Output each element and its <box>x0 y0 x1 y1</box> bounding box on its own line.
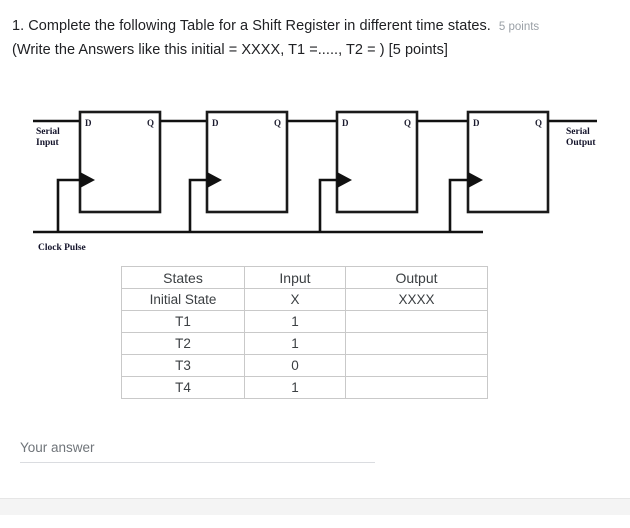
flipflop-4-q-label: Q <box>535 118 542 128</box>
cell-input: 1 <box>244 376 346 399</box>
table-row: T4 1 <box>121 376 488 399</box>
clock-pulse-label: Clock Pulse <box>38 243 86 253</box>
clock-stub-ff4 <box>448 178 470 232</box>
cell-state: T3 <box>121 354 245 377</box>
shift-register-diagram: D Q D Q D Q D Q Serial I <box>0 96 630 261</box>
flipflop-2-q-label: Q <box>274 118 281 128</box>
flipflop-1-clock-triangle <box>80 172 95 188</box>
flipflop-4-d-label: D <box>473 118 480 128</box>
cell-input: X <box>244 288 346 311</box>
flipflop-1-box <box>78 110 162 214</box>
cell-output <box>345 354 488 377</box>
cell-state: T4 <box>121 376 245 399</box>
cell-output: XXXX <box>345 288 488 311</box>
answer-placeholder[interactable]: Your answer <box>20 440 95 455</box>
question-first-line: 1. Complete the following Table for a Sh… <box>12 16 618 37</box>
question-block: 1. Complete the following Table for a Sh… <box>12 16 618 61</box>
cell-state: T2 <box>121 332 245 355</box>
clock-stub-ff1 <box>56 178 82 232</box>
table-row: Initial State X XXXX <box>121 288 488 311</box>
question-second-line: (Write the Answers like this initial = X… <box>12 42 449 58</box>
flipflop-1-q-label: Q <box>147 118 154 128</box>
flipflop-3-q-label: Q <box>404 118 411 128</box>
flipflop-3-clock-triangle <box>337 172 352 188</box>
points-badge: 5 points <box>498 21 540 33</box>
flipflop-4-box <box>466 110 550 214</box>
serial-output-label-line2: Output <box>566 138 596 148</box>
flipflop-2-clock-triangle <box>207 172 222 188</box>
serial-input-label-line2: Input <box>36 138 60 148</box>
column-header-states: States <box>121 266 245 289</box>
table-row: T1 1 <box>121 310 488 333</box>
flipflop-2-box <box>205 110 289 214</box>
table-row: T2 1 <box>121 332 488 355</box>
cell-state: T1 <box>121 310 245 333</box>
answer-field-group[interactable]: Your answer <box>20 440 375 463</box>
flipflop-3-box <box>335 110 419 214</box>
cell-input: 1 <box>244 332 346 355</box>
cell-output <box>345 310 488 333</box>
serial-input-label-line1: Serial <box>36 127 60 137</box>
flipflop-1-d-label: D <box>85 118 92 128</box>
card-bottom-bar <box>0 498 630 516</box>
table-header-row: States Input Output <box>121 266 488 289</box>
cell-state: Initial State <box>121 288 245 311</box>
clock-stub-ff3 <box>318 178 339 232</box>
answer-underline <box>20 462 375 463</box>
column-header-input: Input <box>244 266 346 289</box>
column-header-output: Output <box>345 266 488 289</box>
table-row: T3 0 <box>121 354 488 377</box>
flipflop-4-clock-triangle <box>468 172 483 188</box>
flipflop-2-d-label: D <box>212 118 219 128</box>
cell-output <box>345 376 488 399</box>
cell-output <box>345 332 488 355</box>
shift-register-state-table: States Input Output Initial State X XXXX… <box>121 266 488 399</box>
card-footer-spacer <box>0 515 630 528</box>
question-title: 1. Complete the following Table for a Sh… <box>12 18 491 34</box>
cell-input: 1 <box>244 310 346 333</box>
clock-stub-ff2 <box>188 178 209 232</box>
cell-input: 0 <box>244 354 346 377</box>
serial-output-label-line1: Serial <box>566 127 590 137</box>
flipflop-3-d-label: D <box>342 118 349 128</box>
